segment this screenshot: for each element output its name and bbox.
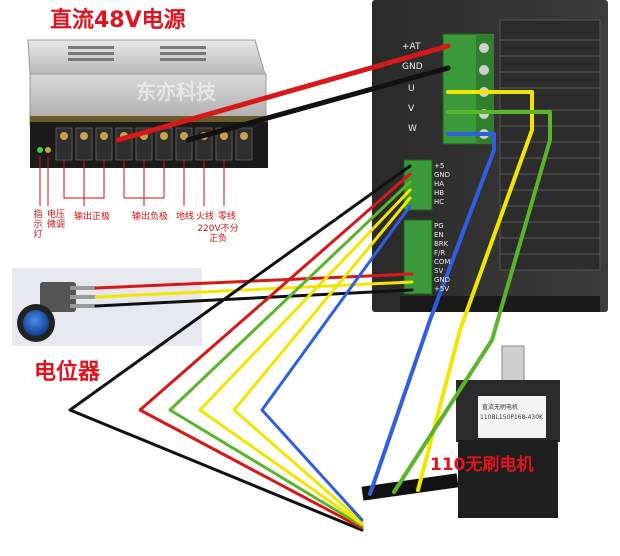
ctrl-terminal-0: PG: [434, 222, 444, 230]
label-output-positive: 输出正极: [73, 212, 110, 222]
label-ac-note: 220V不分正负: [197, 224, 239, 244]
wires: [68, 43, 552, 532]
ctrl-terminal-1: EN: [434, 231, 444, 239]
motor-nameplate: [478, 396, 546, 438]
hall-terminal-2: HA: [434, 180, 445, 188]
potentiometer-label: 电位器: [34, 360, 101, 385]
label-indicator: 指示灯: [33, 210, 43, 240]
ctrl-terminal-2: BRK: [434, 240, 449, 248]
potentiometer: [12, 268, 202, 346]
ctrl-terminal-5: SV: [434, 267, 444, 275]
motor-label: 110无刷电机: [430, 455, 534, 475]
ctrl-terminal-6: GND: [434, 276, 451, 284]
terminal-gnd: GND: [402, 62, 423, 72]
power-supply: [27, 39, 268, 206]
motor-nameplate-line1: 直流无刷电机: [482, 404, 519, 411]
ctrl-terminal-3: F/R: [434, 249, 446, 257]
motor: [361, 345, 560, 518]
hall-terminal-1: GND: [434, 171, 451, 179]
terminal-w: W: [408, 124, 417, 134]
label-voltage-adjust: 电压微调: [46, 210, 65, 230]
label-neutral: 零线: [217, 212, 236, 222]
hall-terminal-3: HB: [434, 189, 445, 197]
ctrl-terminal-4: COM: [434, 258, 451, 266]
indicator-led: [37, 147, 43, 153]
hall-terminal-4: HC: [434, 198, 445, 206]
label-ground: 地线: [175, 212, 194, 222]
voltage-trim-pot: [45, 147, 51, 153]
motor-nameplate-line2: 110BL150P168-430K: [480, 414, 543, 421]
label-live: 火线: [195, 212, 214, 222]
psu-title: 直流48V电源: [50, 8, 186, 33]
label-output-negative: 输出负极: [131, 212, 168, 222]
terminal-u: U: [408, 84, 415, 94]
terminal-at: +AT: [402, 42, 421, 52]
terminal-v: V: [408, 104, 415, 114]
psu-watermark: 东亦科技: [136, 80, 216, 104]
ctrl-terminal-7: +5V: [434, 285, 450, 293]
hall-terminal-0: +5: [434, 162, 445, 170]
